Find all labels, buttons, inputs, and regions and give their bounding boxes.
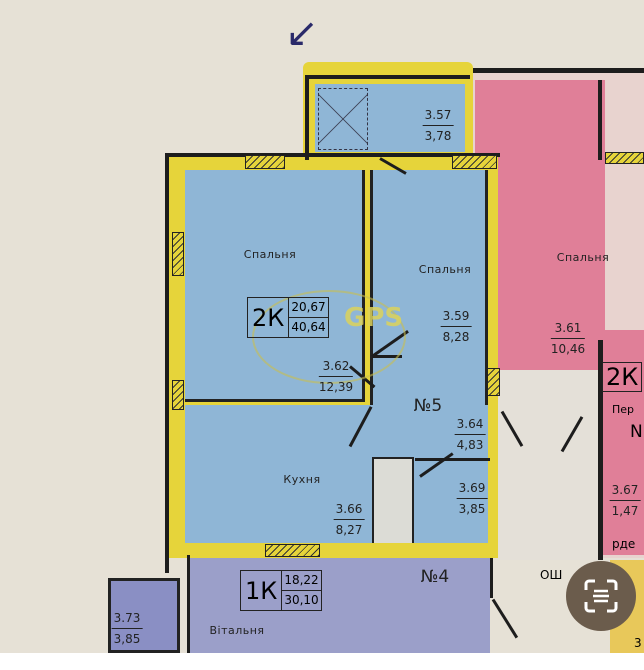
closet <box>372 457 414 547</box>
label-bedroom-right: Спальня <box>418 263 472 276</box>
neighbor-partial-number: N <box>630 422 643 442</box>
neighbor-hall <box>600 330 644 555</box>
label-living-room: Вітальня <box>209 624 265 637</box>
neighbor-corridor <box>497 370 600 560</box>
apt5-number: №5 <box>413 396 443 416</box>
label-neighbor-bedroom: Спальня <box>556 251 610 264</box>
neighbor-partial-label: Пер <box>612 403 635 416</box>
scan-text-button[interactable] <box>566 561 636 631</box>
scan-text-icon <box>584 579 618 613</box>
neighbor-corridor-partial: ОШ <box>540 568 563 582</box>
apt4-number: №4 <box>420 567 450 587</box>
kitchen <box>185 405 488 545</box>
apt4-balcony <box>108 578 180 653</box>
label-kitchen: Кухня <box>283 473 321 486</box>
label-bedroom-left: Спальня <box>243 248 297 261</box>
skylight-symbol <box>318 88 368 150</box>
handwritten-arrow: ↙ <box>285 10 319 56</box>
neighbor-badge: 2К <box>602 362 643 392</box>
neighbor-partial-bottom: 3 <box>634 636 642 650</box>
neighbor-partial-right: рде <box>612 537 636 551</box>
watermark-logo: GPS <box>344 303 404 333</box>
